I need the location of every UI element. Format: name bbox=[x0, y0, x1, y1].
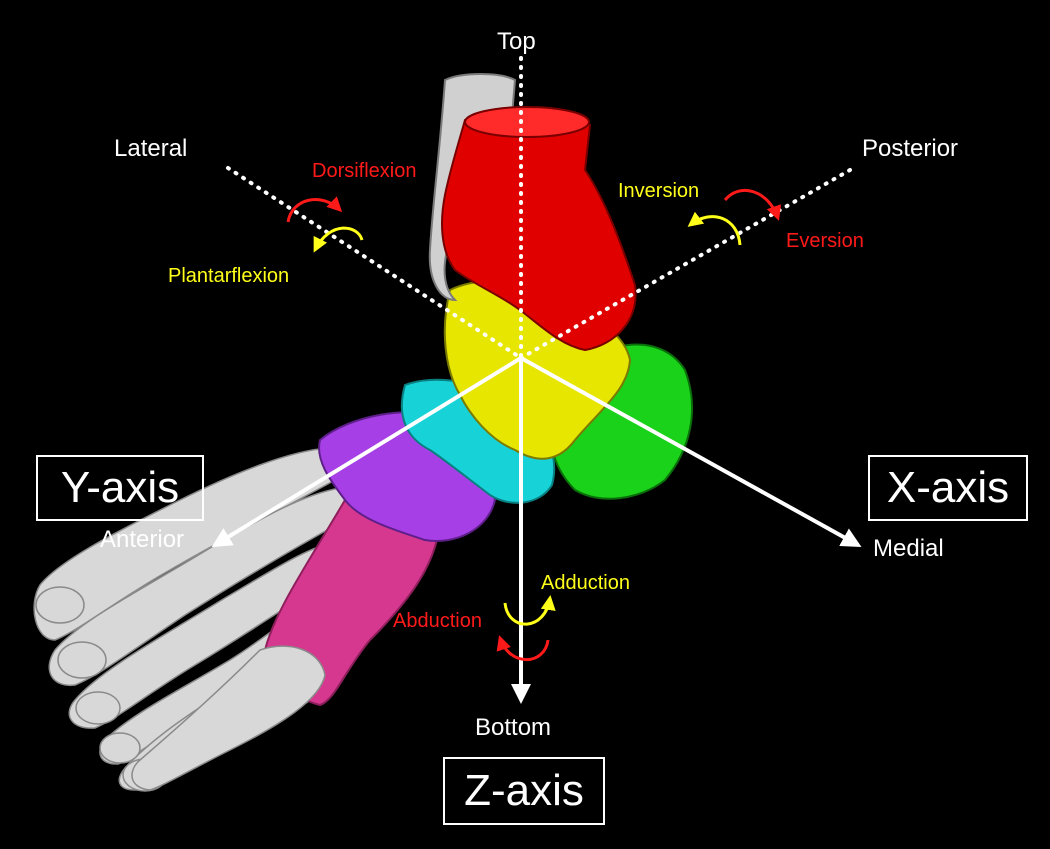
medial-direction-label: Medial bbox=[873, 535, 944, 562]
adduction-label: Adduction bbox=[541, 572, 630, 594]
abduction-label: Abduction bbox=[393, 610, 482, 632]
axis-arrows bbox=[211, 356, 862, 704]
eversion-label: Eversion bbox=[786, 230, 864, 252]
posterior-direction-label: Posterior bbox=[862, 135, 959, 162]
inversion-arc bbox=[687, 211, 742, 246]
adduction-arc bbox=[503, 595, 556, 626]
x-axis-arrow bbox=[520, 356, 862, 547]
eversion-arc bbox=[723, 188, 782, 221]
plantarflexion-arc bbox=[313, 226, 364, 253]
y-axis-box: Y-axis bbox=[36, 455, 204, 521]
posterior-dotted-line bbox=[519, 168, 852, 360]
anterior-direction-label: Anterior bbox=[100, 526, 185, 553]
y-axis-arrow bbox=[211, 356, 523, 548]
dorsiflexion-arc bbox=[286, 196, 343, 223]
lateral-direction-label: Lateral bbox=[114, 135, 188, 162]
great-toe-phalanx-bone bbox=[131, 645, 326, 791]
z-axis-label: Z-axis bbox=[464, 766, 584, 815]
abduction-arc bbox=[496, 635, 550, 662]
foot-bones bbox=[33, 73, 694, 792]
y-axis-label: Y-axis bbox=[60, 463, 180, 512]
rotation-arcs bbox=[286, 188, 782, 662]
dorsiflexion-label: Dorsiflexion bbox=[312, 160, 417, 182]
bottom-direction-label: Bottom bbox=[475, 714, 552, 741]
tibia-top-cut-surface bbox=[464, 106, 590, 138]
top-direction-label: Top bbox=[497, 28, 536, 55]
x-axis-label: X-axis bbox=[886, 463, 1010, 512]
z-axis-box: Z-axis bbox=[443, 757, 605, 825]
x-axis-box: X-axis bbox=[868, 455, 1028, 521]
plantarflexion-label: Plantarflexion bbox=[168, 265, 290, 287]
inversion-label: Inversion bbox=[618, 180, 700, 202]
tibia-bone bbox=[441, 110, 637, 352]
dotted-axis-lines bbox=[226, 56, 852, 360]
